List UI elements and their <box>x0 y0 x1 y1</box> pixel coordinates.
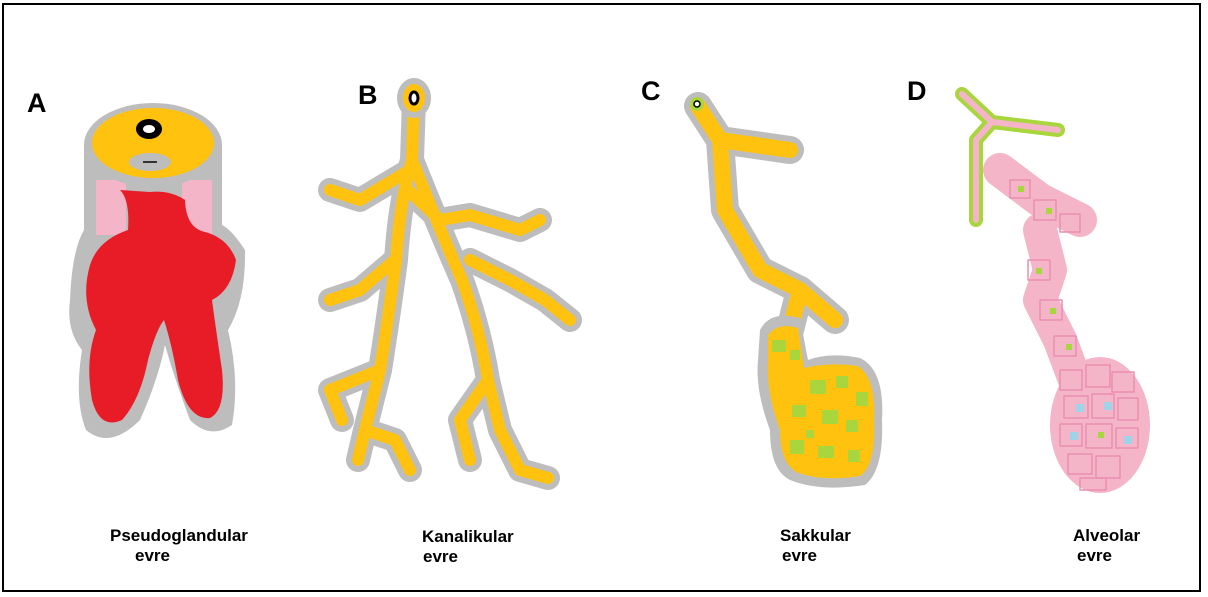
pseudoglandular-lumen-inner <box>143 125 155 133</box>
caption-pseudoglandular-line2: evre <box>110 546 248 566</box>
caption-pseudoglandular: Pseudoglandular evre <box>110 526 248 566</box>
caption-pseudoglandular-line1: Pseudoglandular <box>110 526 248 546</box>
caption-alveolar-line1: Alveolar <box>1073 526 1140 546</box>
panel-letter-c: C <box>641 78 661 105</box>
canalicular-lumen <box>410 92 418 104</box>
saccular-lumen <box>694 101 700 107</box>
panel-letter-d: D <box>907 78 927 105</box>
caption-alveolar-line2: evre <box>1073 546 1140 566</box>
caption-canalicular-line2: evre <box>422 547 514 567</box>
pseudoglandular-pink-wall-left <box>96 180 126 235</box>
caption-canalicular: Kanalikular evre <box>422 527 514 567</box>
caption-saccular: Sakkular evre <box>780 526 851 566</box>
panel-c-drawing <box>690 97 882 488</box>
panel-letter-a: A <box>27 90 47 117</box>
panel-b-drawing <box>330 81 570 478</box>
panel-d-drawing <box>962 94 1150 493</box>
panel-a-drawing <box>69 103 245 438</box>
caption-saccular-line1: Sakkular <box>780 526 851 546</box>
alveolar-sac-cluster <box>1050 357 1150 493</box>
caption-alveolar: Alveolar evre <box>1073 526 1140 566</box>
caption-canalicular-line1: Kanalikular <box>422 527 514 547</box>
pseudoglandular-duct-mark <box>143 161 157 163</box>
caption-saccular-line2: evre <box>780 546 851 566</box>
panel-letter-b: B <box>358 82 378 109</box>
